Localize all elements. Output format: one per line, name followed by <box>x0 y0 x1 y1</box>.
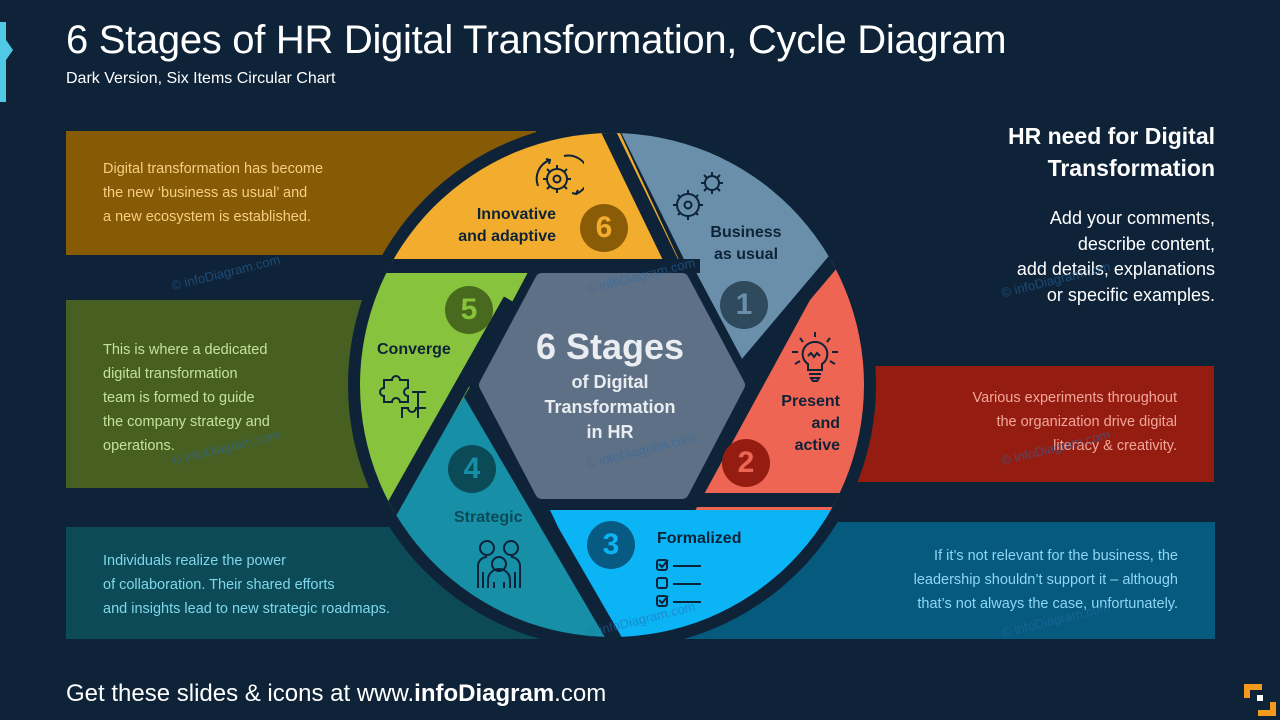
right-panel-body: Add your comments, describe content, add… <box>1016 208 1215 305</box>
description-text-3: If it’s not relevant for the business, t… <box>913 548 1178 612</box>
stage-number-5: 5 <box>445 286 493 334</box>
accent-notch <box>6 40 13 60</box>
stage-label-4: Strategic <box>454 509 523 526</box>
right-panel-title: HR need for Digital Transformation <box>1007 123 1215 181</box>
page-title: 6 Stages of HR Digital Transformation, C… <box>66 18 1007 62</box>
innovation-cycle-icon <box>535 154 584 196</box>
stage-label-3: Formalized <box>657 530 742 547</box>
stage-number-1: 1 <box>720 281 768 329</box>
gears-icon <box>673 172 723 220</box>
puzzle-icon <box>379 375 426 418</box>
page-subtitle: Dark Version, Six Items Circular Chart <box>66 70 336 87</box>
accent-bar <box>0 22 6 102</box>
stage-number-4: 4 <box>448 445 496 493</box>
stage-label-5: Converge <box>377 341 451 358</box>
infodiagram-logo-icon <box>1244 684 1276 716</box>
right-panel: HR need for Digital Transformation Add y… <box>1008 120 1215 308</box>
stage-label-2: Present and active <box>781 393 840 454</box>
stage-label-1: Business as usual <box>710 224 782 263</box>
people-icon <box>477 540 521 588</box>
stage-label-6: Innovative and adaptive <box>458 206 556 245</box>
stage-number-2: 2 <box>722 439 770 487</box>
description-box-2: Various experiments throughout the organ… <box>840 366 1214 482</box>
description-text-4: Individuals realize the power of collabo… <box>103 553 390 617</box>
lightbulb-icon <box>792 332 838 382</box>
checklist-icon <box>656 559 701 607</box>
stage-number-6: 6 <box>580 204 628 252</box>
footer-link[interactable]: Get these slides & icons at www.infoDiag… <box>66 680 607 707</box>
description-box-5: This is where a dedicated digital transf… <box>66 300 386 488</box>
center-hexagon <box>479 273 745 499</box>
stage-number-3: 3 <box>587 521 635 569</box>
center-title: 6 Stages of Digital Transformation in HR <box>535 326 685 442</box>
description-text-6: Digital transformation has become the ne… <box>103 161 324 225</box>
description-text-5: This is where a dedicated digital transf… <box>103 342 270 454</box>
description-text-2: Various experiments throughout the organ… <box>972 390 1177 454</box>
